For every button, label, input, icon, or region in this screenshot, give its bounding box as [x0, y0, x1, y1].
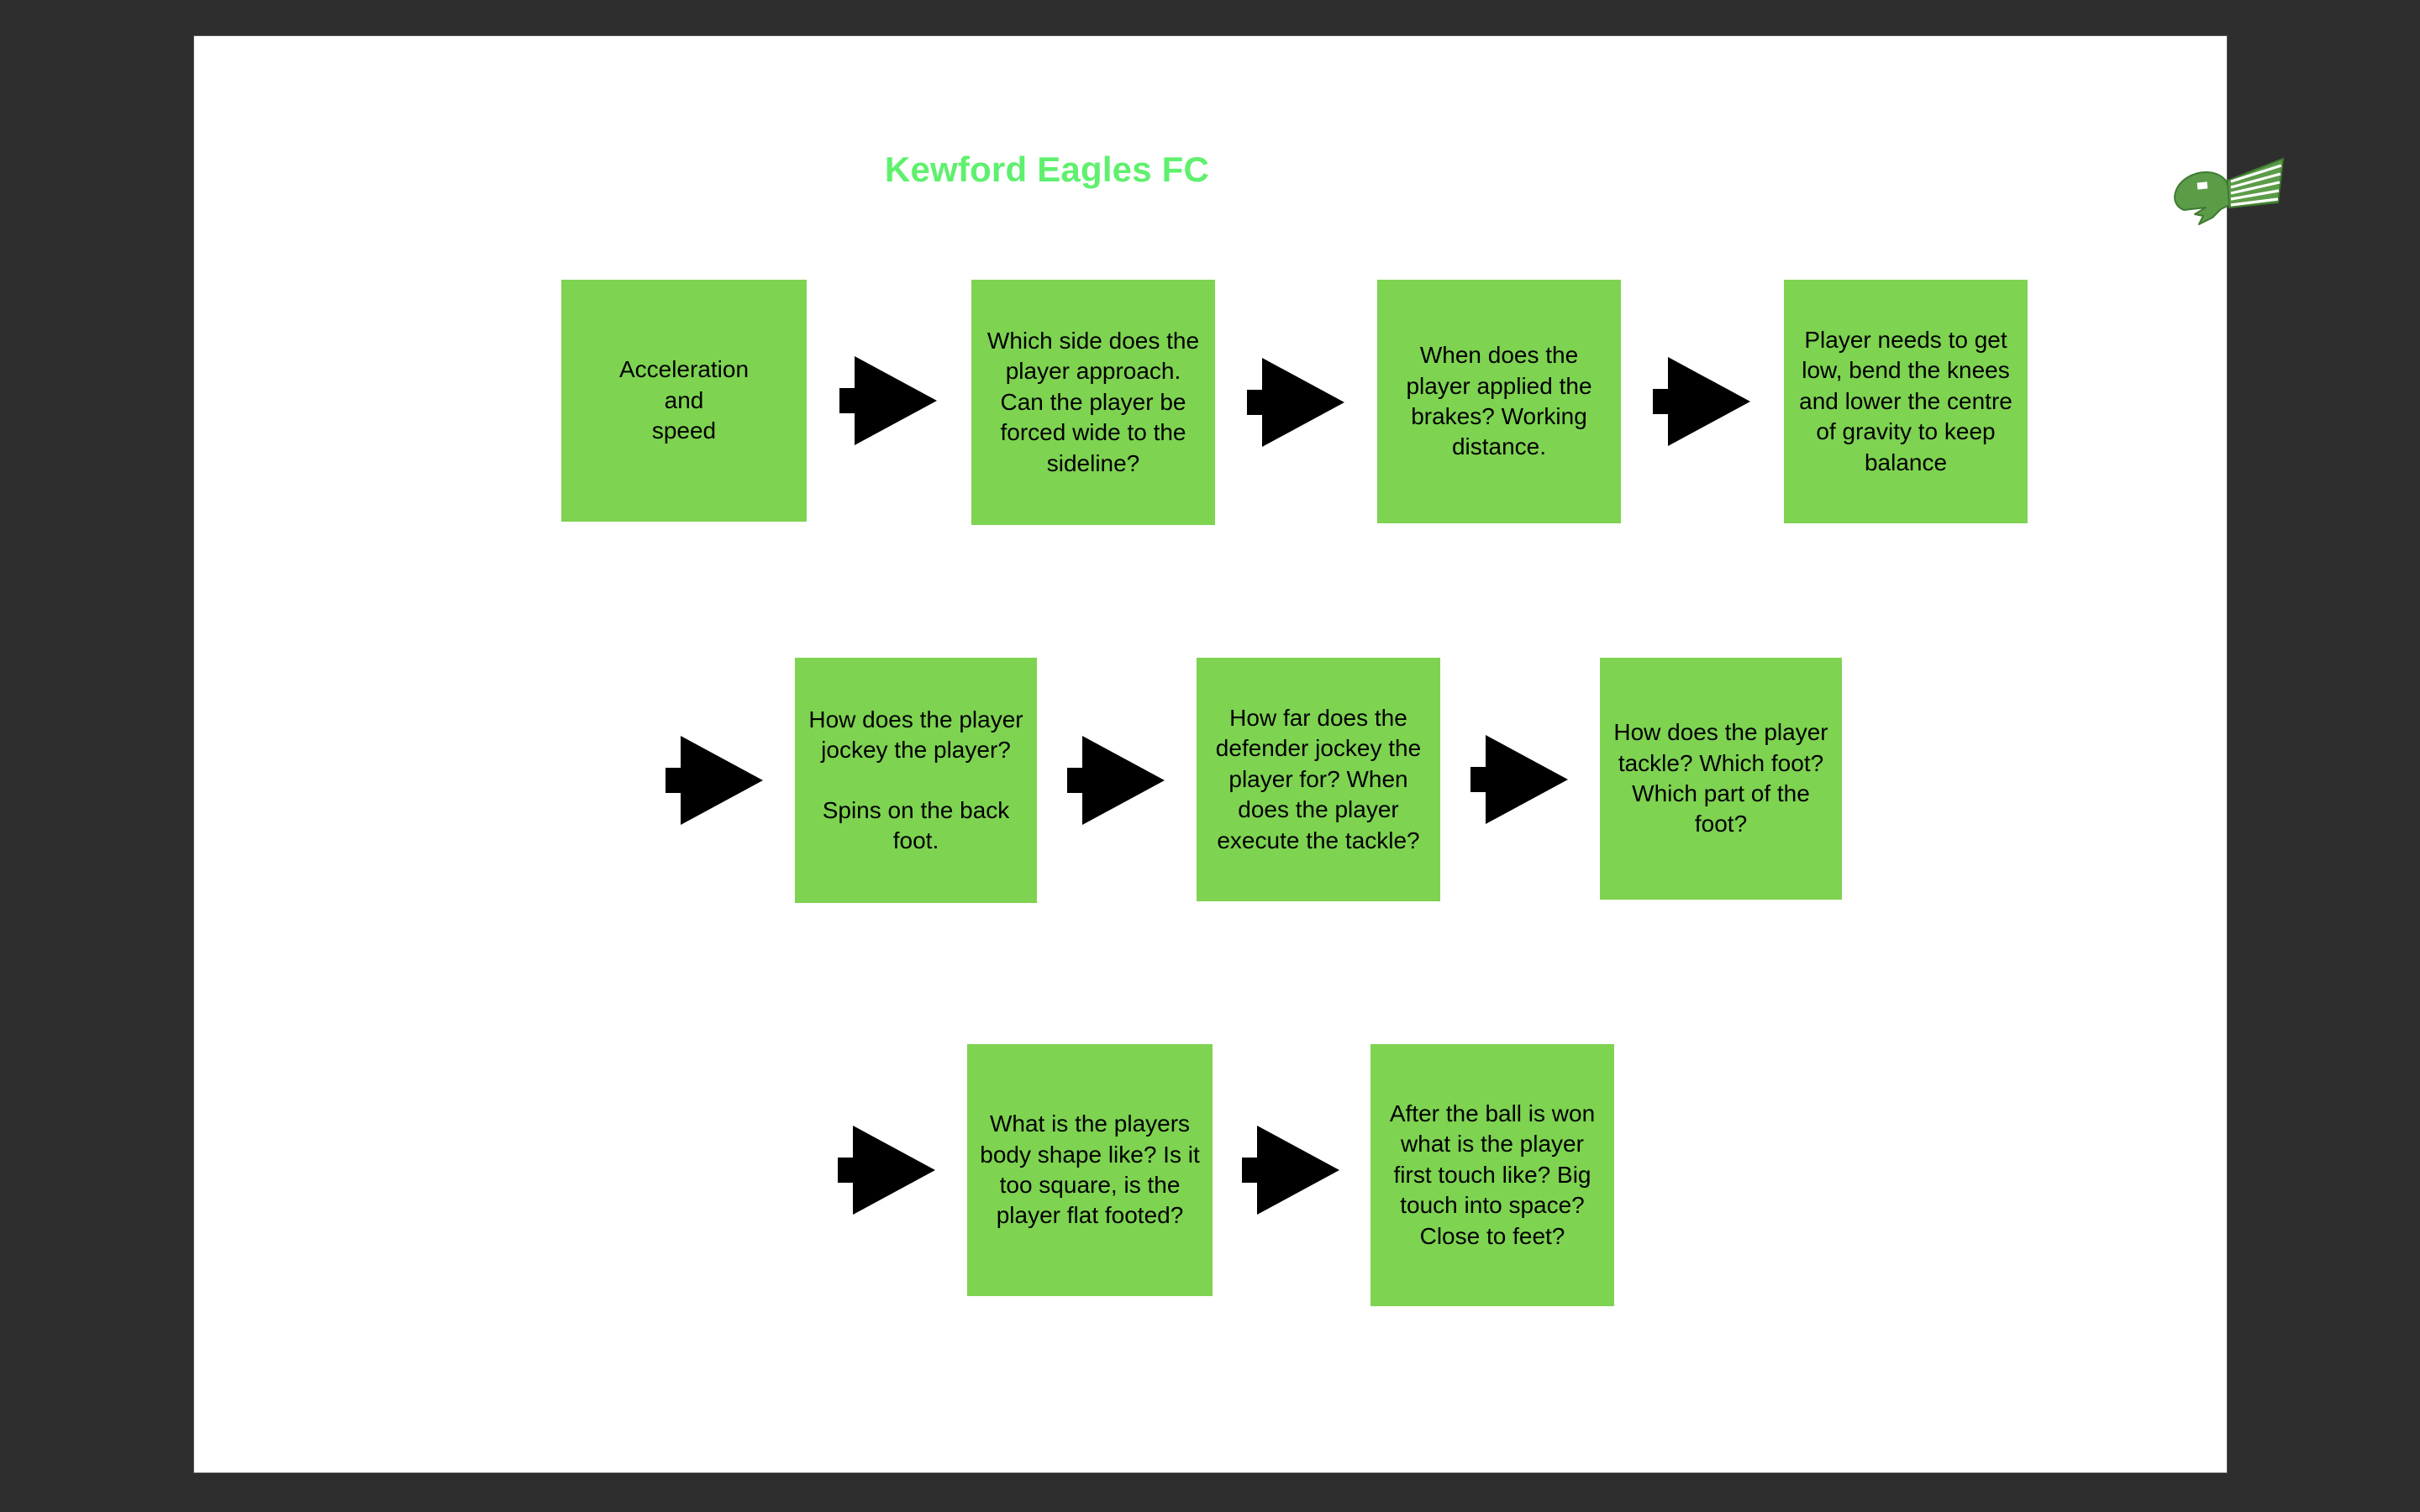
flow-node-text-secondary: Spins on the back foot. [822, 796, 1010, 853]
flow-arrow-6 [1440, 658, 1600, 901]
flow-arrow-5 [1037, 658, 1197, 903]
page-title: Kewford Eagles FC [884, 150, 1210, 189]
flow-node-text: Acceleration and speed [618, 356, 750, 444]
flow-arrow-4 [635, 658, 795, 903]
flow-arrow-1 [807, 280, 971, 522]
flow-node-text: What is the players body shape like? Is … [980, 1110, 1200, 1229]
flow-node-how-tackle-which-foot[interactable]: How does the player tackle? Which foot? … [1600, 658, 1842, 900]
right-block-arrow-icon [838, 1124, 937, 1216]
right-block-arrow-icon [1067, 734, 1166, 827]
flow-arrow-2 [1215, 280, 1377, 525]
flow-node-body-shape-flat-footed[interactable]: What is the players body shape like? Is … [967, 1044, 1213, 1296]
flow-node-text: Player needs to get low, bend the knees … [1799, 327, 2012, 475]
flow-node-how-jockey-spins-back-foot[interactable]: How does the player jockey the player? S… [795, 658, 1037, 903]
flow-node-text: When does the player applied the brakes?… [1406, 342, 1592, 460]
right-block-arrow-icon [1246, 356, 1346, 449]
flow-node-text: How far does the defender jockey the pla… [1215, 705, 1422, 853]
flow-node-text: After the ball is won what is the player… [1389, 1100, 1596, 1249]
flow-arrow-3 [1621, 280, 1784, 523]
flow-row-1: Acceleration and speed Which side does t… [561, 280, 2028, 525]
flow-arrow-8 [1213, 1044, 1370, 1296]
kewford-eagles-logo-icon [2169, 155, 2286, 231]
flow-arrow-7 [808, 1044, 967, 1296]
flow-node-get-low-centre-of-gravity[interactable]: Player needs to get low, bend the knees … [1784, 280, 2028, 523]
flow-row-3: What is the players body shape like? Is … [808, 1044, 1614, 1306]
right-block-arrow-icon [1653, 355, 1752, 448]
flow-node-first-touch-after-ball-won[interactable]: After the ball is won what is the player… [1370, 1044, 1614, 1306]
right-block-arrow-icon [1470, 733, 1570, 826]
flow-node-text-primary: How does the player jockey the player? [808, 706, 1023, 764]
right-block-arrow-icon [1242, 1124, 1341, 1216]
presentation-slide: Kewford Eagles FC [194, 36, 2285, 1473]
right-block-arrow-icon [839, 354, 939, 447]
flow-node-which-side-approach[interactable]: Which side does the player approach. Can… [971, 280, 1215, 525]
flow-node-text: How does the player tackle? Which foot? … [1613, 719, 1828, 837]
flow-node-how-far-jockey-execute-tackle[interactable]: How far does the defender jockey the pla… [1197, 658, 1440, 901]
flow-node-acceleration-and-speed[interactable]: Acceleration and speed [561, 280, 807, 522]
flow-node-text: Which side does the player approach. Can… [986, 328, 1200, 476]
flow-row-2: How does the player jockey the player? S… [635, 658, 1842, 903]
flow-node-when-brakes-working-distance[interactable]: When does the player applied the brakes?… [1377, 280, 1621, 523]
right-block-arrow-icon [666, 734, 765, 827]
